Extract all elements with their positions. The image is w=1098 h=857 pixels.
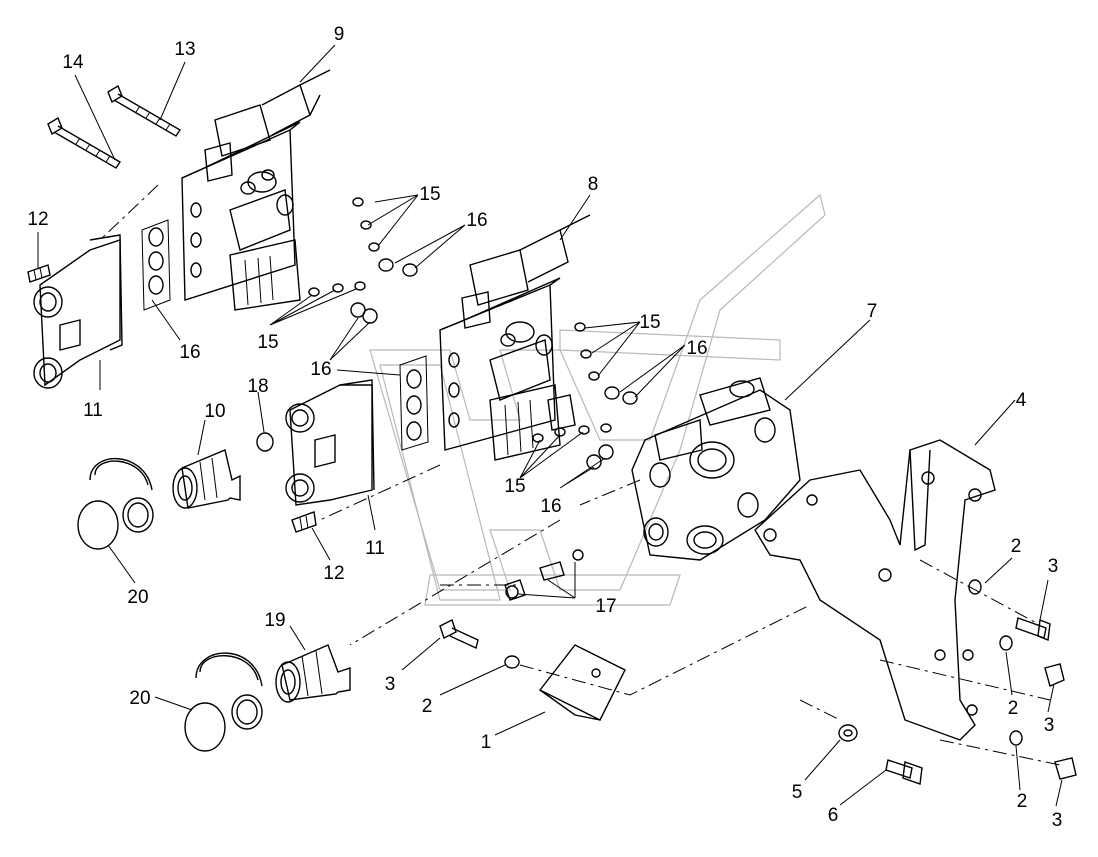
callout-4: 4	[1016, 390, 1027, 411]
callout-16: 16	[466, 210, 487, 231]
bolt-14	[47, 116, 121, 169]
quick-coupler-10	[172, 449, 241, 509]
watermark-logo	[369, 193, 826, 606]
callout-6: 6	[828, 805, 839, 826]
o-rings-15-upper	[308, 197, 418, 324]
callout-11: 11	[83, 400, 103, 421]
fittings-17	[504, 549, 584, 601]
bolt-13	[107, 84, 181, 137]
assembly-center-lines	[99, 184, 1061, 766]
callout-3: 3	[1048, 556, 1059, 577]
bracket-1	[538, 644, 626, 721]
screw-12-left	[27, 264, 51, 283]
end-cover-11-mid	[285, 379, 375, 506]
mounting-bracket-4	[754, 439, 996, 741]
bolt-3-right-top	[968, 579, 1051, 641]
callout-20: 20	[127, 587, 148, 608]
callout-5: 5	[792, 782, 803, 803]
callout-14: 14	[62, 52, 84, 73]
callout-3: 3	[1044, 715, 1055, 736]
callout-13: 13	[174, 39, 195, 60]
washer-5-bolt-6	[838, 724, 923, 785]
callout-16: 16	[310, 359, 331, 380]
end-cover-11-left	[33, 234, 123, 389]
callout-17: 17	[595, 596, 616, 617]
valve-section-8	[439, 214, 591, 461]
callout-15: 15	[257, 332, 278, 353]
callout-3: 3	[385, 674, 396, 695]
o-ring-18	[256, 432, 274, 452]
bolt-3-left	[439, 619, 520, 669]
callout-16: 16	[686, 338, 707, 359]
callout-9: 9	[334, 24, 345, 45]
callout-19: 19	[264, 610, 285, 631]
callout-10: 10	[204, 401, 225, 422]
callout-1: 1	[481, 732, 492, 753]
callout-20: 20	[129, 688, 150, 709]
bolt-3-right-low	[1009, 730, 1077, 780]
callout-12: 12	[323, 563, 344, 584]
leader-lines	[37, 44, 1063, 807]
o-rings-15-16-right	[532, 322, 638, 470]
callout-7: 7	[867, 301, 878, 322]
callout-15: 15	[504, 476, 525, 497]
callout-16: 16	[179, 342, 200, 363]
dust-cap-20-lower	[184, 652, 263, 752]
callout-2: 2	[422, 696, 433, 717]
callout-3: 3	[1052, 810, 1063, 831]
callout-2: 2	[1008, 698, 1019, 719]
screw-12-mid	[291, 511, 317, 533]
o-rings-16-mid	[399, 355, 429, 451]
callout-15: 15	[639, 312, 660, 333]
callout-15: 15	[419, 184, 440, 205]
callout-16: 16	[540, 496, 561, 517]
o-rings-16-upper-left	[141, 219, 171, 311]
callout-2: 2	[1011, 536, 1022, 557]
callout-18: 18	[247, 376, 268, 397]
callout-11: 11	[365, 538, 385, 559]
valve-section-9	[181, 69, 331, 311]
callout-8: 8	[588, 174, 599, 195]
callout-labels: 14 13 9 15 16 8 12 16 15 15 16 16 7 11 1…	[27, 24, 1062, 831]
quick-coupler-19	[275, 644, 351, 703]
dust-cap-20-upper	[77, 458, 154, 550]
callout-2: 2	[1017, 791, 1028, 812]
bolt-3-right-mid	[999, 635, 1065, 687]
callout-12: 12	[27, 209, 48, 230]
